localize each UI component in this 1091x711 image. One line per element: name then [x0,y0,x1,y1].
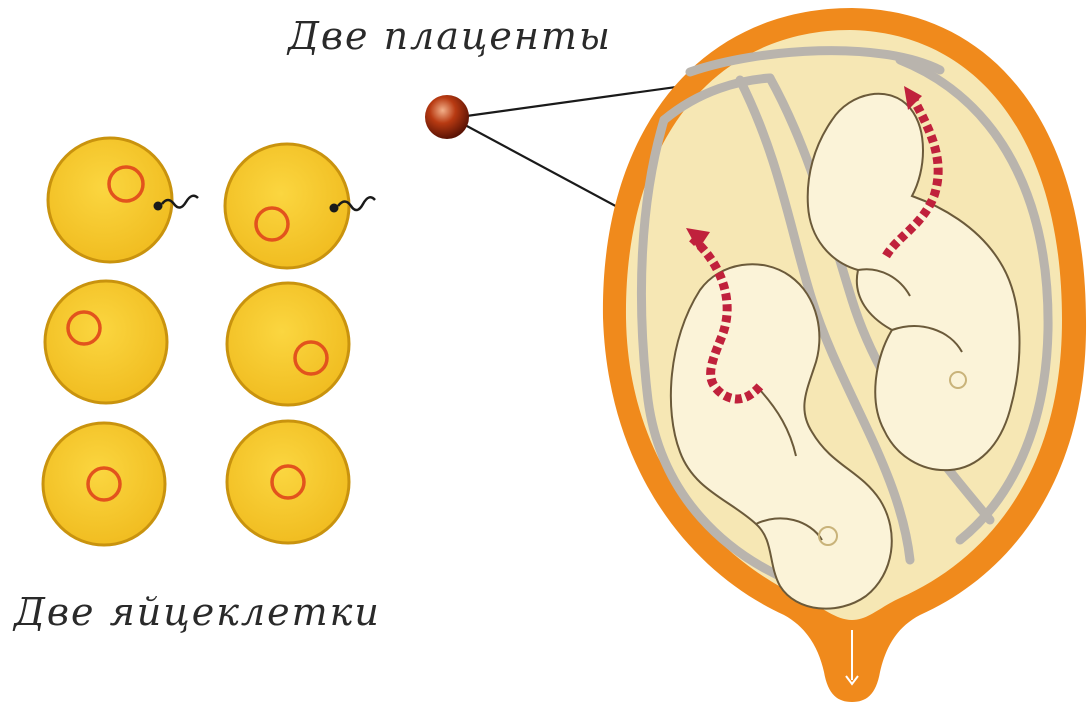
uterus [603,8,1086,702]
egg-cell [45,281,167,403]
egg-cell [225,144,375,268]
egg-cell [43,423,165,545]
egg-cells [43,138,375,545]
eggs-label: Две яйцеклетки [14,590,381,634]
placentas-label: Две плаценты [288,14,612,58]
egg-cell [227,283,349,405]
marker-dot-icon [425,95,469,139]
egg-cell [227,421,349,543]
egg-cell [48,138,198,262]
